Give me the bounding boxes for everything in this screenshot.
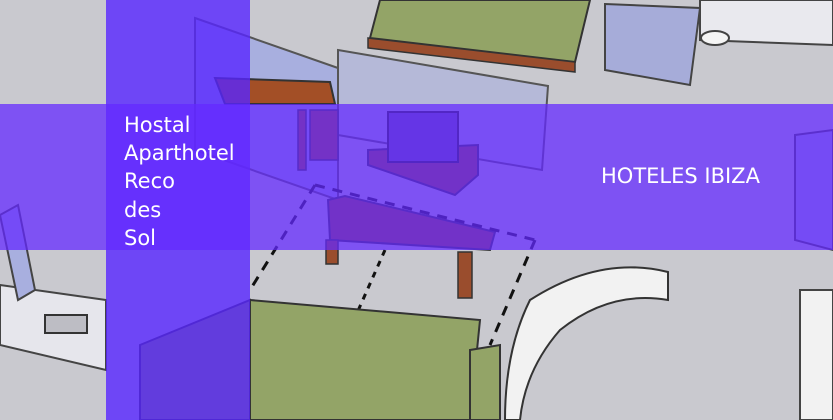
hotel-name-line-4: des — [124, 197, 162, 222]
sink-top-right — [700, 30, 730, 46]
curved-partition — [503, 266, 669, 420]
hotel-name-line-3: Reco — [124, 169, 175, 194]
bed-frame — [367, 37, 576, 73]
counter-top-right — [699, 0, 833, 47]
hotel-name-line-2: Aparthotel — [124, 141, 235, 166]
kitchen-sink-left — [44, 314, 88, 334]
shower-tray-right — [799, 289, 833, 420]
rug-outline-right — [488, 239, 537, 346]
cabinet-top-right — [604, 2, 702, 87]
hotel-name: Hostal Aparthotel Reco des Sol — [124, 111, 250, 252]
rug-dotted-line — [343, 249, 387, 341]
hotel-name-line-5: Sol — [124, 225, 157, 250]
horizontal-color-band — [0, 104, 833, 250]
sofa-arm — [469, 343, 501, 420]
category-label: HOTELES IBIZA — [601, 164, 760, 188]
sofa-seat — [249, 298, 482, 420]
hotel-name-line-1: Hostal — [124, 113, 191, 137]
coffee-table-leg-right — [457, 251, 473, 299]
